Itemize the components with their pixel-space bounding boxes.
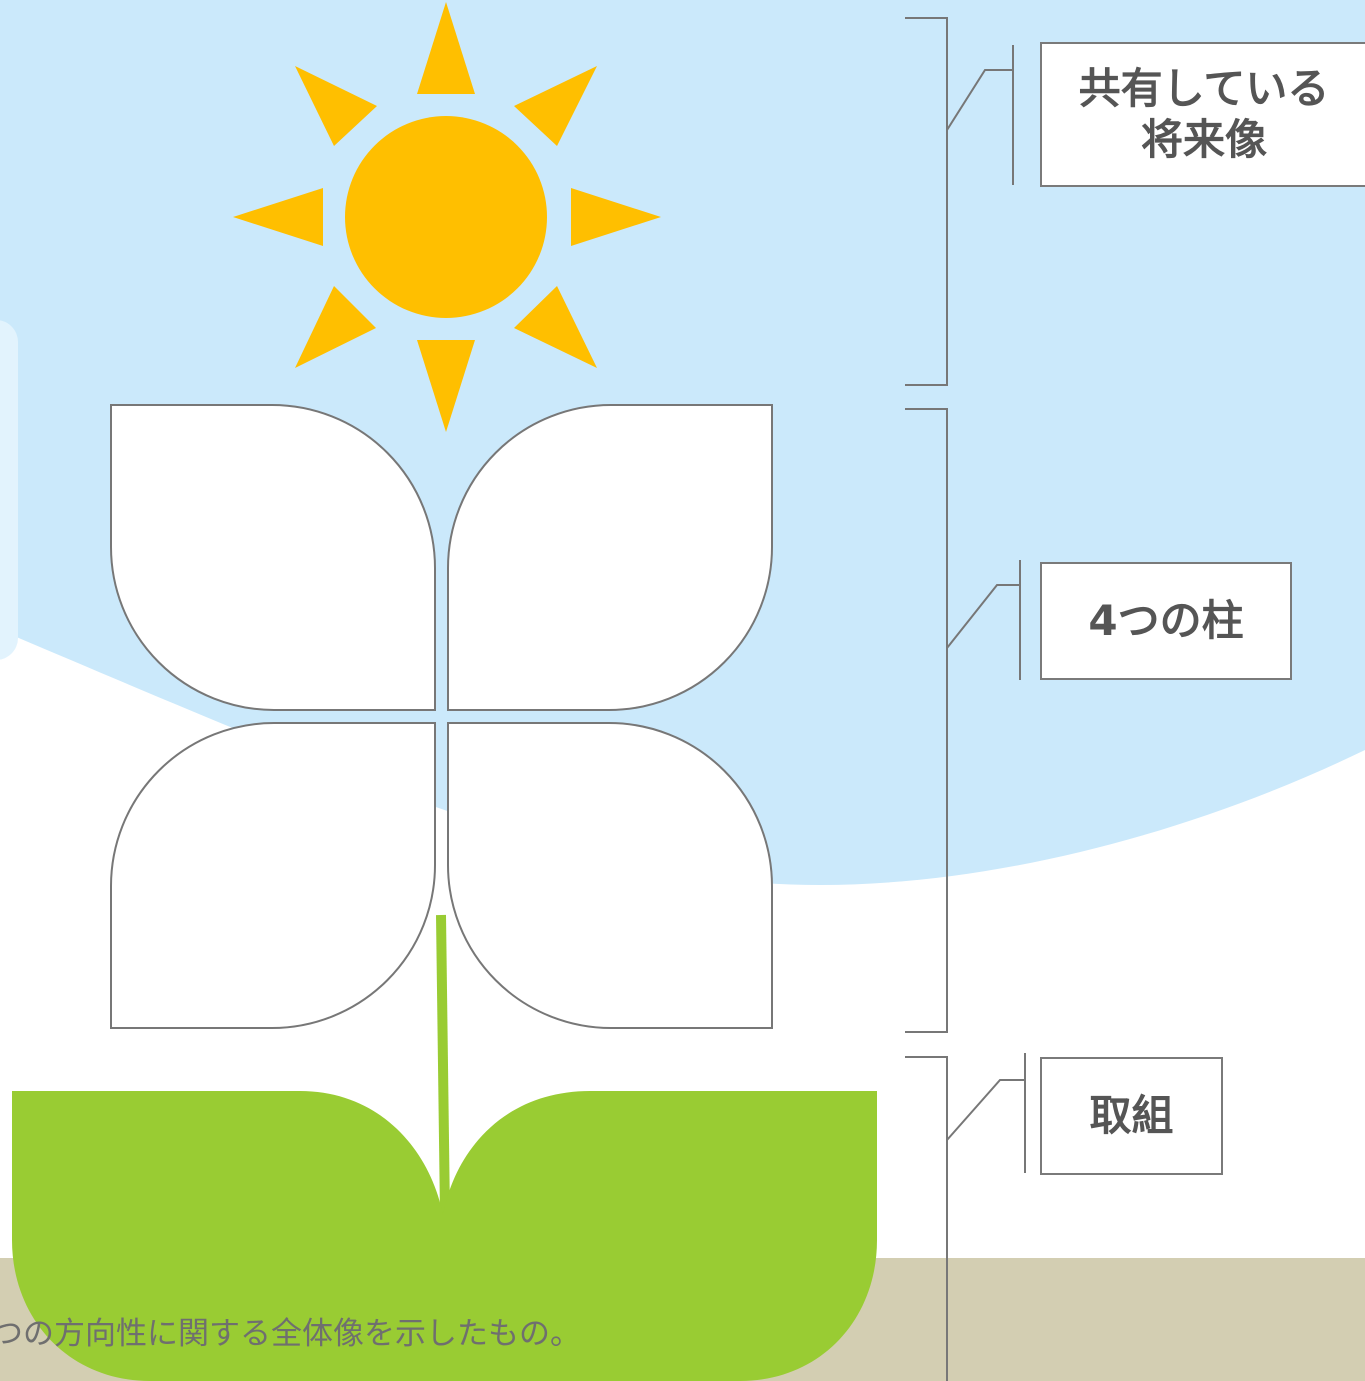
stem — [436, 914, 450, 1216]
bracket-efforts — [905, 1053, 1026, 1381]
vision-label-line2: 将来像 — [1140, 114, 1267, 164]
vision-label-box: 共有している 将来像 — [1040, 42, 1365, 187]
vision-label-line1: 共有している — [1078, 64, 1330, 114]
left-panel — [0, 320, 18, 660]
pillars-label: 4つの柱 — [1088, 595, 1244, 645]
bracket-pillars — [905, 408, 1021, 1033]
efforts-label-box: 取組 — [1040, 1057, 1223, 1175]
leaf-base — [12, 1091, 877, 1381]
pillars-label-box: 4つの柱 — [1040, 562, 1292, 680]
petal-top-right — [447, 404, 773, 711]
efforts-label: 取組 — [1089, 1090, 1174, 1140]
pillar-petals — [110, 404, 773, 1029]
caption-text: つの方向性に関する全体像を示したもの。 — [0, 1316, 581, 1352]
petal-bottom-left — [110, 722, 436, 1029]
petal-top-left — [110, 404, 436, 711]
sun-icon — [233, 2, 661, 432]
bracket-vision — [905, 17, 1014, 386]
petal-bottom-right — [447, 722, 773, 1029]
